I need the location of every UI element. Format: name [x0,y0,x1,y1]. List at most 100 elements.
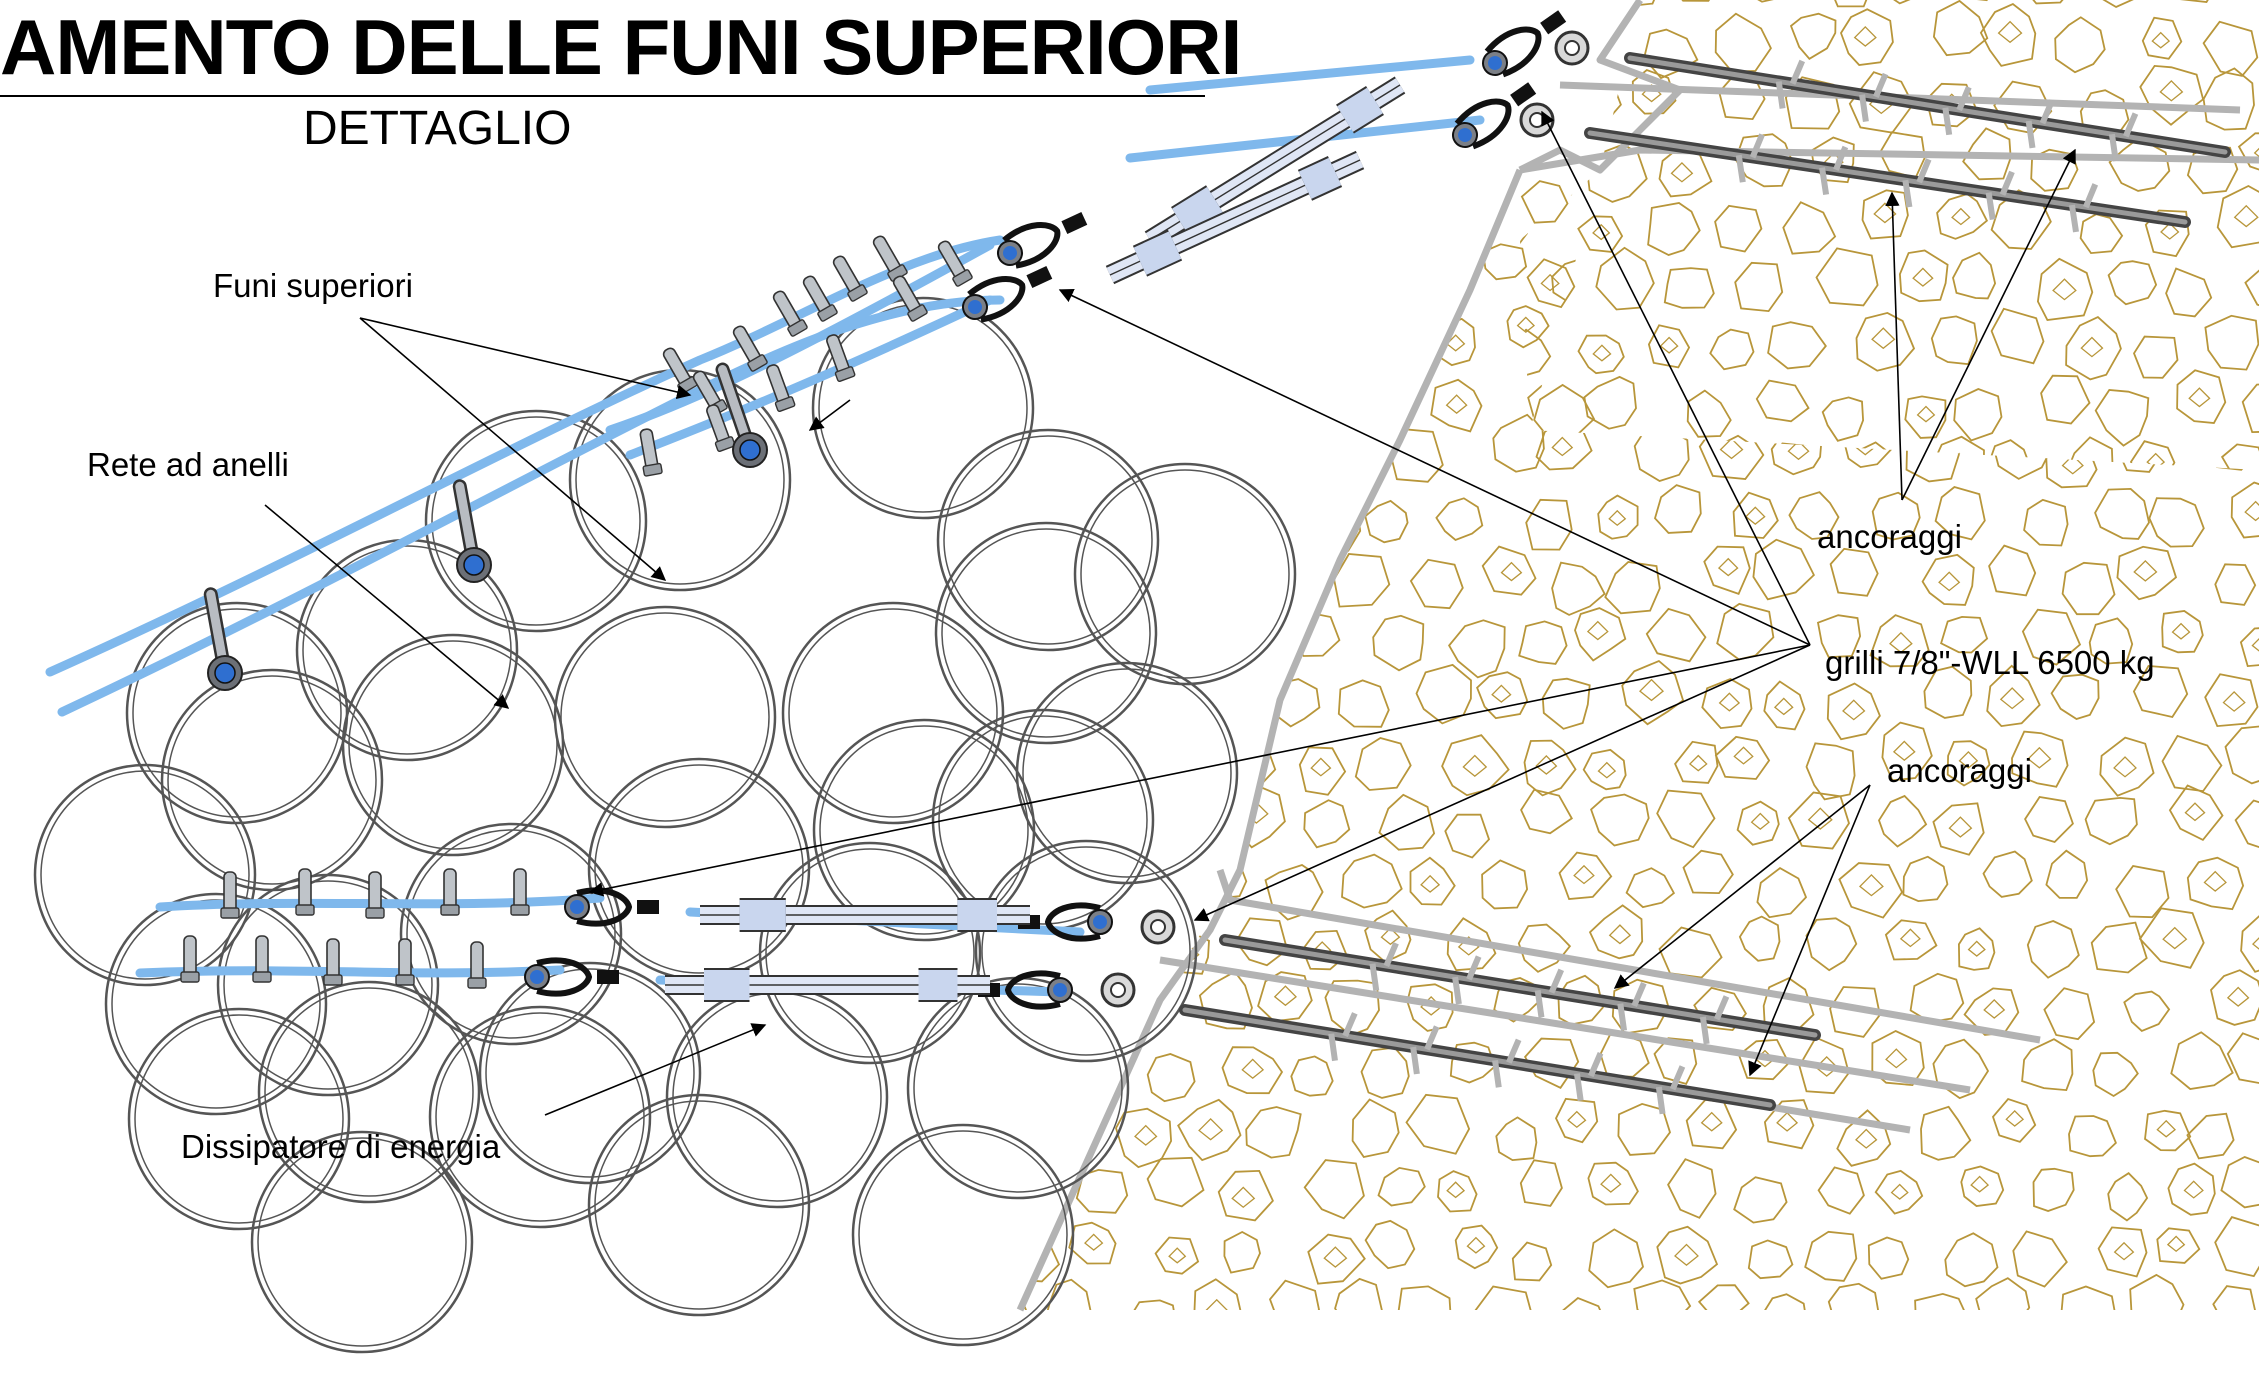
rock-stone [1970,1175,1990,1193]
rock-stone [1948,816,1973,838]
rock-stone [1670,162,1694,183]
rock-stone [1953,324,1977,346]
rock-stone [1950,357,2006,416]
rock-stone [2109,375,2153,421]
rock-stone [1747,1239,1794,1280]
rock-stone [1914,1292,1973,1310]
cable [1145,55,1475,95]
leader-line [264,504,510,709]
rock-stone [1351,1098,1400,1159]
rock-stone [1441,734,1510,797]
rock-stone [2022,0,2080,5]
anchors [1179,52,2231,1115]
rock-stone [1755,379,1810,423]
rock-stone [1736,800,1780,846]
rock-stone [1825,195,1851,218]
ring [127,1007,351,1231]
rock-stone [1782,201,1837,255]
rock-stone [2099,736,2155,797]
rock-stone [1982,850,2033,898]
rock-stone [1551,561,1606,616]
rock-stone [1653,1037,1698,1085]
rock-stone [2113,1241,2135,1261]
rock-stone [2024,796,2074,844]
ring-connector [715,362,768,468]
rock-stone [1587,1161,1639,1206]
rock-stone [1020,1111,1025,1150]
rock-stone [1205,255,1249,294]
anchor-barb [1699,995,1730,1045]
rock-stone [2184,802,2206,822]
anchor-barb [1573,1051,1604,1102]
rock-stone [1827,1282,1881,1310]
rock-stone [1787,791,1850,850]
rock-stone [2214,1216,2259,1278]
rock-stone [2216,184,2259,249]
rock-stone [1698,420,1765,480]
rock-stone [1960,1165,2005,1207]
rock-stone [2160,222,2180,240]
rock-stone [1409,558,1464,610]
rock-stone [1805,742,1856,801]
rock-stone [1848,252,1902,307]
cable [135,965,565,978]
rock-stone [2183,1180,2204,1199]
wire-clamp [639,428,663,477]
rock-stone [1656,1225,1719,1285]
rock-stone [2222,691,2246,712]
anchor-barb [1410,1025,1440,1075]
rock-stone [1397,1285,1452,1310]
leader-line [808,399,851,431]
leader-line [359,317,692,400]
rock-stone [2167,1162,2216,1216]
ring-inner [765,848,975,1058]
rock-stone [2220,1156,2259,1209]
rock-stone [2226,1032,2259,1086]
wire-clamp [802,275,838,322]
ring [781,601,1005,825]
anchor-barb [1985,170,2015,220]
rock-stone [2210,969,2259,1026]
rock-stone [1709,328,1755,371]
shackle [1452,82,1537,150]
rock-stone [2132,665,2189,719]
ring-inner [431,416,641,626]
rock-stone [2097,1226,2148,1278]
anchor-eye [1519,102,1555,138]
rock-stone [1871,1029,1925,1087]
rock-stone [1146,1156,1205,1208]
wire-clamp [892,275,928,322]
ring [125,601,349,825]
ring-inner [560,612,770,822]
rock-stone [2045,439,2098,489]
rock-stone [1217,1169,1274,1222]
rock-stone [1744,506,1766,525]
energy-dissipator [1105,150,1365,285]
rock-stone [1273,985,1298,1007]
rock-stone [1932,1038,1990,1100]
rock-stone [1885,1048,1908,1069]
rock-stone [1890,1183,1909,1200]
rock-stone [1360,1046,1410,1099]
rock-stone [1645,607,1707,663]
rock-stone [1930,315,1978,366]
rock-stone [1899,928,1921,948]
rock-stone [2166,1235,2186,1253]
rock-stone [1057,170,1112,181]
rock-stone [1231,1186,1256,1209]
rock-stone [1134,1124,1158,1146]
wire-clamp [440,868,460,916]
rock-stone [1714,735,1771,780]
rock-stone [1261,255,1312,300]
rock-stone [1223,1230,1261,1274]
rock-stone [1442,0,1489,12]
ring [974,839,1198,1063]
rock-stone [1838,862,1904,919]
ring-inner [167,675,377,885]
label-funi-superiori: Funi superiori [213,267,413,304]
rock-stone [1902,855,1949,903]
ring-connector [203,587,243,691]
rock-stone [2138,907,2205,969]
ring-inner [485,968,695,1178]
